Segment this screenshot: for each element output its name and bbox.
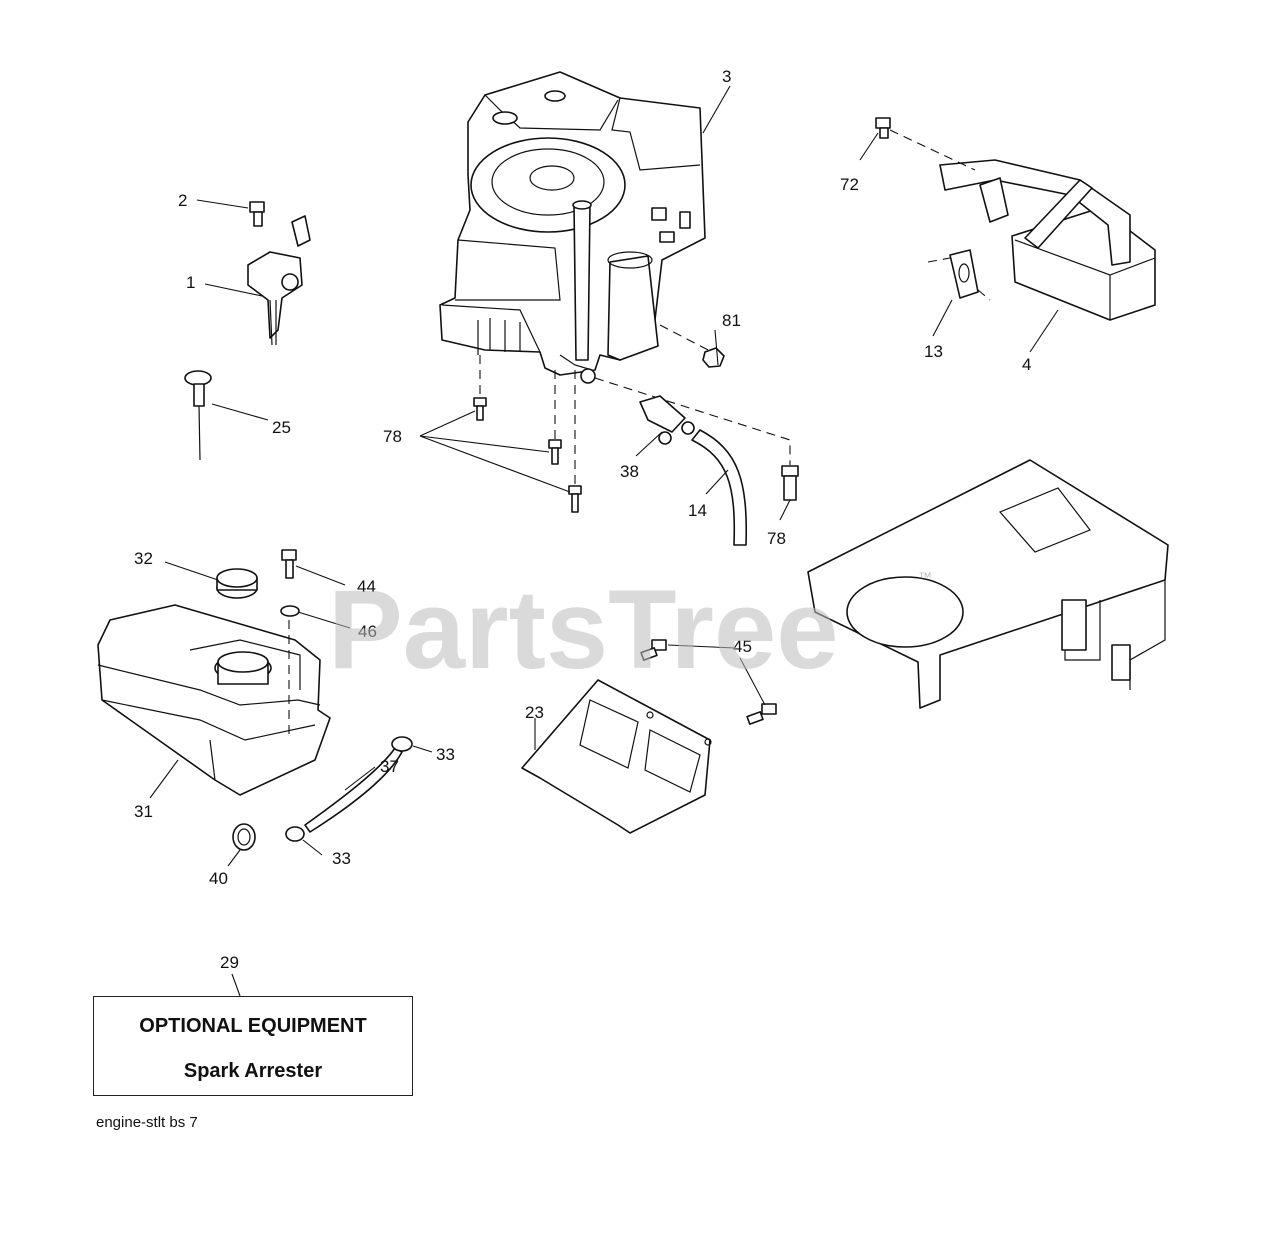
clamp-33-b — [285, 826, 305, 842]
callout-31: 31 — [134, 802, 153, 821]
engine-fuel-line-dash — [594, 377, 791, 465]
throttle-control-1 — [247, 215, 311, 346]
callout-38: 38 — [620, 462, 639, 481]
screw-45-a — [640, 639, 667, 661]
engine-nut-line — [659, 324, 713, 353]
callout-44: 44 — [357, 577, 376, 596]
callout-81: 81 — [722, 311, 741, 330]
bolt-78-a — [473, 397, 487, 421]
screw-44 — [281, 549, 297, 579]
watermark-trademark: ™ — [918, 569, 932, 585]
optional-equipment-box: OPTIONAL EQUIPMENT Spark Arrester — [93, 996, 413, 1096]
grommet-40 — [232, 823, 256, 851]
engine-assembly — [439, 71, 706, 384]
fuel-hose-14 — [691, 429, 748, 546]
gasket-13 — [949, 249, 979, 299]
bolt-78-b — [548, 439, 562, 465]
callout-40: 40 — [209, 869, 228, 888]
optional-equipment-title: OPTIONAL EQUIPMENT — [139, 1015, 367, 1037]
callout-3: 3 — [722, 67, 731, 86]
choke-knob-25 — [184, 370, 212, 461]
callout-23: 23 — [525, 703, 544, 722]
callout-1: 1 — [186, 273, 195, 292]
fuel-tank-31 — [97, 604, 331, 796]
fuel-line-37 — [304, 747, 403, 833]
callout-78-a: 78 — [383, 427, 402, 446]
callout-37: 37 — [380, 757, 399, 776]
gasket-dash — [927, 257, 991, 301]
screw-2 — [249, 201, 265, 227]
callout-4: 4 — [1022, 355, 1031, 374]
callout-45: 45 — [733, 637, 752, 656]
fuel-cap-32 — [216, 568, 258, 599]
spark-arrester-label: Spark Arrester — [183, 1060, 323, 1082]
muffler-bolt-dash — [889, 129, 976, 171]
partstree-watermark: PartsTree — [328, 567, 839, 692]
bolt-72 — [875, 117, 891, 139]
callout-33-a: 33 — [436, 745, 455, 764]
nut-81 — [702, 347, 725, 368]
engine-mount-frame — [807, 459, 1169, 709]
callout-14: 14 — [688, 501, 707, 520]
callout-46: 46 — [358, 622, 377, 641]
callout-25: 25 — [272, 418, 291, 437]
diagram-reference-code: engine-stlt bs 7 — [96, 1114, 198, 1131]
clamp-33-a — [391, 736, 413, 752]
callout-13: 13 — [924, 342, 943, 361]
heat-shield-23 — [521, 679, 712, 834]
washer-46 — [280, 605, 300, 617]
callout-78-b: 78 — [767, 529, 786, 548]
muffler-4 — [939, 159, 1156, 321]
callout-33-b: 33 — [332, 849, 351, 868]
callout-72: 72 — [840, 175, 859, 194]
callout-32: 32 — [134, 549, 153, 568]
callout-2: 2 — [178, 191, 187, 210]
callout-29: 29 — [220, 953, 239, 972]
bolt-78-c — [568, 485, 582, 513]
screw-45-b — [746, 703, 777, 725]
bolt-78-d — [781, 465, 799, 501]
fuel-filter-38 — [639, 395, 695, 445]
leader-lines — [149, 85, 1059, 997]
